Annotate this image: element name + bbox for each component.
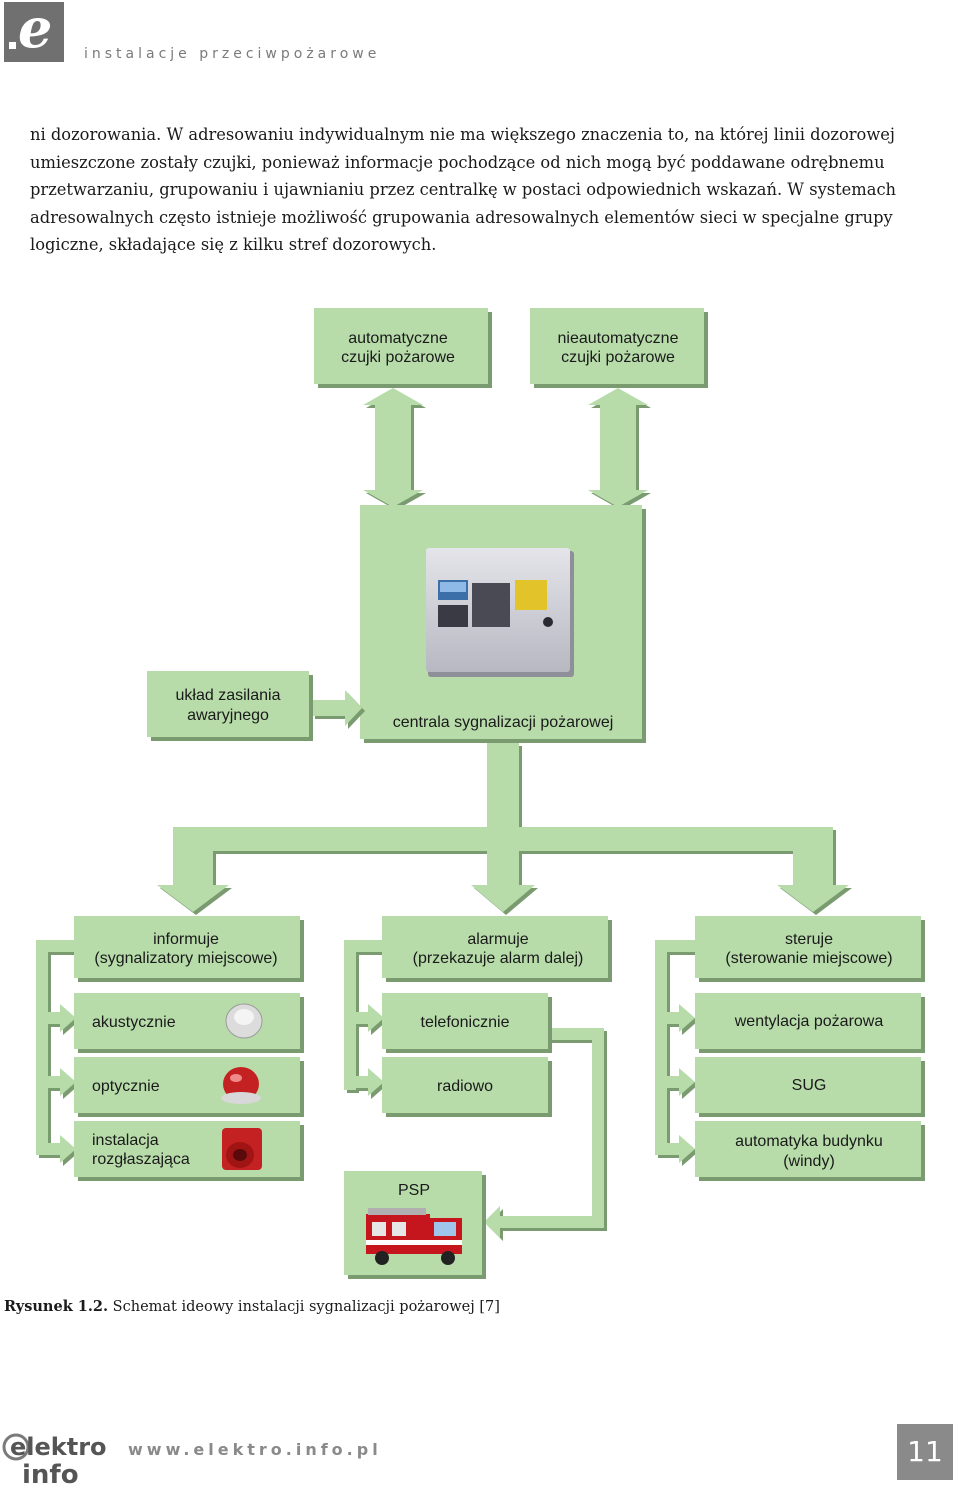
fire-alarm-panel-icon xyxy=(426,548,574,677)
publisher-logo: e xyxy=(4,0,64,62)
svg-text:wentylacja pożarowa: wentylacja pożarowa xyxy=(734,1013,884,1030)
box-radio: radiowo xyxy=(382,1057,552,1117)
svg-text:telefonicznie: telefonicznie xyxy=(421,1014,510,1031)
svg-text:elektro: elektro xyxy=(10,1433,107,1461)
svg-text:radiowo: radiowo xyxy=(437,1078,493,1095)
box-automation: automatyka budynku (windy) xyxy=(695,1121,925,1181)
svg-text:alarmuje: alarmuje xyxy=(467,931,528,948)
right-subbranch-connector xyxy=(655,940,698,1166)
box-manual-detectors: nieautomatyczne czujki pożarowe xyxy=(530,308,708,388)
svg-text:optycznie: optycznie xyxy=(92,1078,160,1095)
section-title: instalacje przeciwpożarowe xyxy=(84,46,381,62)
caption-label: Rysunek 1.2. xyxy=(4,1298,109,1315)
svg-text:układ zasilania: układ zasilania xyxy=(176,687,281,704)
beacon-icon xyxy=(221,1067,261,1104)
svg-text:SUG: SUG xyxy=(792,1077,827,1094)
siren-icon xyxy=(222,1128,262,1170)
svg-text:info: info xyxy=(22,1460,79,1485)
svg-text:czujki pożarowe: czujki pożarowe xyxy=(341,349,455,366)
fire-truck-icon xyxy=(366,1208,462,1265)
footer-url: www.elektro.info.pl xyxy=(128,1440,382,1459)
arrow-auto-detectors xyxy=(363,388,426,510)
body-paragraph: ni dozorowania. W adresowaniu indywidual… xyxy=(30,125,897,254)
arrow-manual-detectors xyxy=(588,388,651,510)
middle-subbranch-connector xyxy=(344,940,607,1241)
svg-text:akustycznie: akustycznie xyxy=(92,1014,176,1031)
panel-label: centrala sygnalizacji pożarowej xyxy=(393,714,614,731)
svg-text:steruje: steruje xyxy=(785,931,833,948)
logo-letter: e xyxy=(18,0,53,60)
box-informs: informuje (sygnalizatory miejscowe) xyxy=(74,916,304,982)
figure-caption: Rysunek 1.2. Schemat ideowy instalacji s… xyxy=(4,1298,500,1315)
box-optical: optycznie xyxy=(74,1057,304,1117)
box-sug: SUG xyxy=(695,1057,925,1117)
box-ventilation: wentylacja pożarowa xyxy=(695,993,925,1053)
svg-text:informuje: informuje xyxy=(153,931,219,948)
elektro-info-logo: elektro info xyxy=(2,1433,107,1485)
box-alarms: alarmuje (przekazuje alarm dalej) xyxy=(382,916,612,982)
svg-text:(sterowanie miejscowe): (sterowanie miejscowe) xyxy=(725,950,892,967)
smoke-detector-icon xyxy=(225,1003,263,1039)
svg-text:(sygnalizatory miejscowe): (sygnalizatory miejscowe) xyxy=(94,950,277,967)
svg-text:nieautomatyczne: nieautomatyczne xyxy=(558,330,679,347)
left-subbranch-connector xyxy=(36,940,79,1166)
page-number: 11 xyxy=(897,1424,953,1480)
fire-alarm-system-diagram: automatyczne czujki pożarowe nieautomaty… xyxy=(36,308,925,1279)
svg-text:PSP: PSP xyxy=(398,1182,430,1199)
svg-text:czujki pożarowe: czujki pożarowe xyxy=(561,349,675,366)
box-power-supply: układ zasilania awaryjnego xyxy=(147,671,313,741)
box-pa-system: instalacja rozgłaszająca xyxy=(74,1121,304,1181)
svg-text:(windy): (windy) xyxy=(783,1153,835,1170)
svg-text:rozgłaszająca: rozgłaszająca xyxy=(92,1151,190,1168)
svg-text:automatyczne: automatyczne xyxy=(348,330,448,347)
power-supply-arrow xyxy=(312,690,365,729)
box-psp: PSP xyxy=(344,1171,486,1279)
box-auto-detectors: automatyczne czujki pożarowe xyxy=(314,308,492,388)
svg-text:instalacja: instalacja xyxy=(92,1132,159,1149)
box-phone: telefonicznie xyxy=(382,993,552,1053)
box-acoustic: akustycznie xyxy=(74,993,304,1053)
svg-text:awaryjnego: awaryjnego xyxy=(187,707,269,724)
svg-text:automatyka budynku: automatyka budynku xyxy=(735,1133,883,1150)
svg-text:(przekazuje alarm dalej): (przekazuje alarm dalej) xyxy=(413,950,584,967)
caption-text: Schemat ideowy instalacji sygnalizacji p… xyxy=(108,1299,500,1315)
panel-branch-connector xyxy=(157,743,852,915)
box-controls: steruje (sterowanie miejscowe) xyxy=(695,916,925,982)
